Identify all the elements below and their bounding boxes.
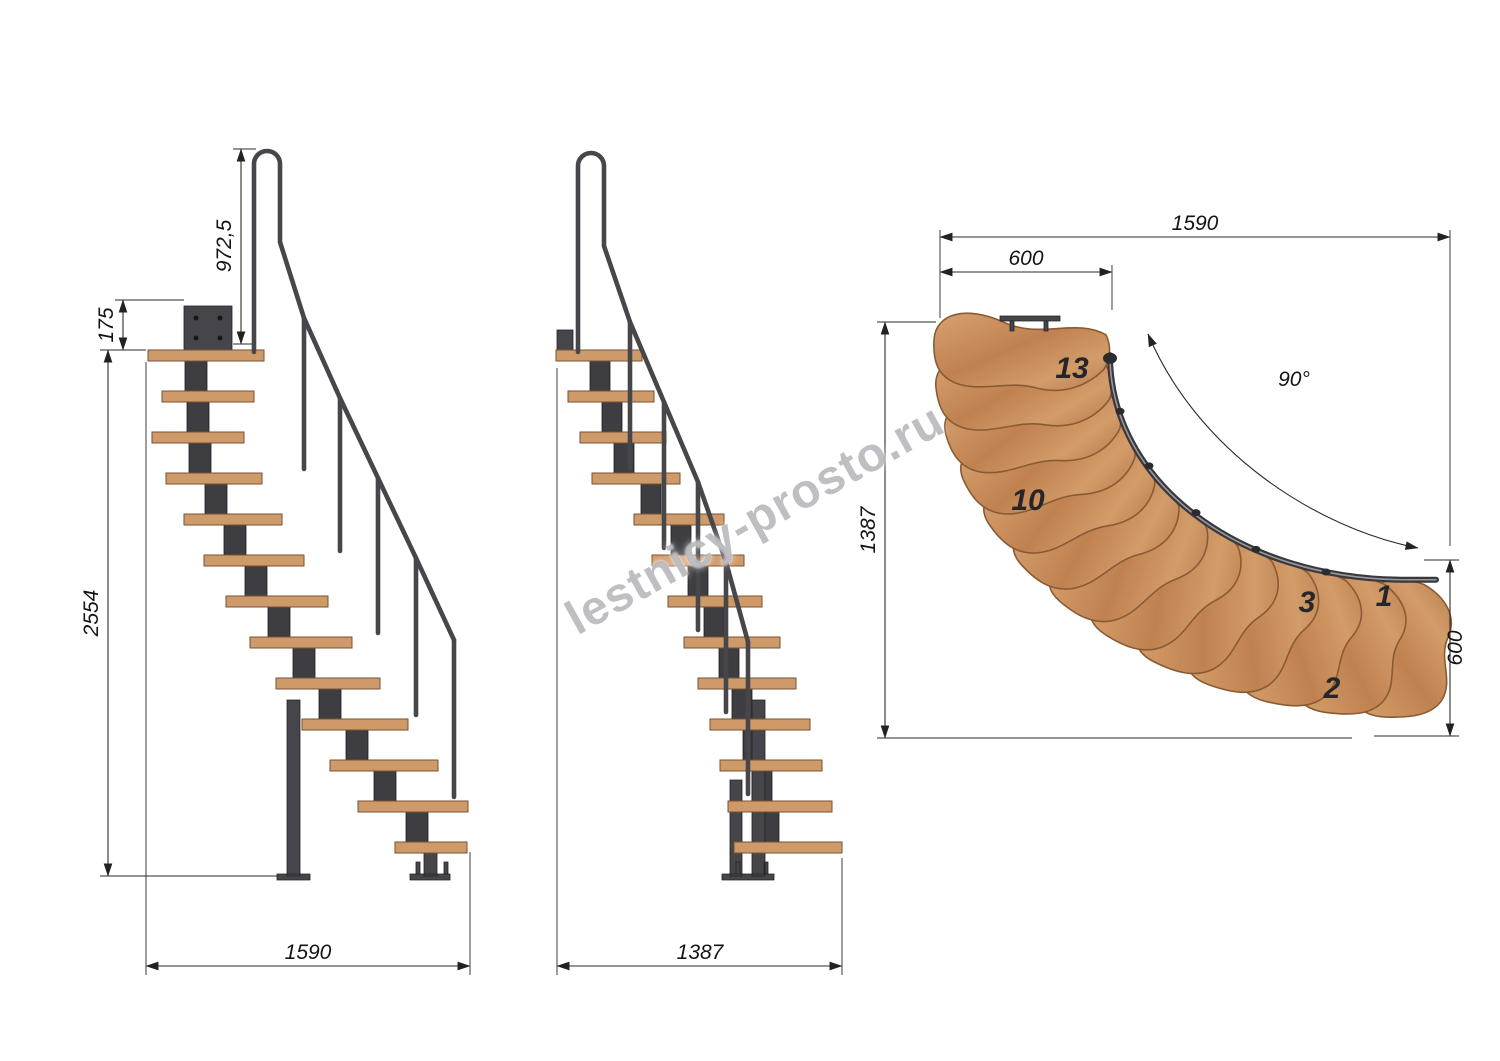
wall-bracket-front bbox=[556, 329, 574, 351]
angle-arc bbox=[1147, 333, 1419, 550]
plan-baluster-dot bbox=[1251, 545, 1261, 553]
extension-lines bbox=[145, 362, 471, 975]
handrail-balusters-front bbox=[627, 319, 751, 797]
dim-rail-height: 972,5 bbox=[213, 148, 256, 345]
dim-label-plan-length: 1590 bbox=[1172, 212, 1219, 235]
support-columns-front bbox=[721, 699, 775, 881]
dim-label-total-width: 1387 bbox=[677, 941, 725, 964]
plan-step-label-2: 2 bbox=[1323, 672, 1341, 705]
support-columns-side bbox=[276, 699, 451, 881]
dim-label-top-step: 600 bbox=[1008, 247, 1043, 270]
handrail-front bbox=[575, 150, 751, 645]
plan-baluster-dot bbox=[1321, 568, 1331, 576]
wall-bracket-plate bbox=[183, 305, 233, 353]
dim-bracket-height: 175 bbox=[95, 299, 184, 351]
extension-lines bbox=[115, 299, 184, 351]
dim-label-total-length: 1590 bbox=[285, 941, 332, 964]
dim-label-total-height: 2554 bbox=[80, 590, 103, 638]
dim-label-rail-height: 972,5 bbox=[213, 219, 236, 272]
dim-plan-bottom-step: 600 bbox=[1374, 559, 1467, 737]
dim-total-height: 2554 bbox=[80, 349, 278, 877]
dim-total-width-front: 1387 bbox=[556, 368, 843, 975]
bracket-bolt bbox=[193, 315, 199, 321]
plan-step-fan bbox=[930, 312, 1453, 720]
plan-baluster-dot bbox=[1191, 509, 1201, 517]
dim-plan-turn-angle: 90° bbox=[1147, 333, 1419, 550]
plan-view: 13 10 3 1 2 1590 600 1387 600 90° bbox=[857, 212, 1467, 739]
bracket-bolt bbox=[217, 335, 223, 341]
front-elevation-view: 1387 bbox=[555, 150, 843, 975]
plan-step-label-3: 3 bbox=[1299, 586, 1316, 619]
dim-label-plan-width: 1387 bbox=[857, 505, 880, 553]
plan-step-label-13: 13 bbox=[1055, 352, 1089, 385]
plan-step-label-1: 1 bbox=[1376, 580, 1393, 613]
plan-step-label-10: 10 bbox=[1011, 484, 1045, 517]
handrail-balusters-side bbox=[301, 315, 457, 800]
plan-baluster-dot bbox=[1115, 407, 1125, 415]
plan-wall-bracket bbox=[999, 315, 1061, 332]
dim-total-length-side: 1590 bbox=[145, 362, 471, 975]
dim-plan-overall-width: 1387 bbox=[857, 321, 1352, 739]
dim-label-turn-angle: 90° bbox=[1278, 368, 1310, 391]
plan-rail-post bbox=[1103, 352, 1117, 364]
tread-stack-side bbox=[147, 349, 469, 854]
dim-label-bottom-step: 600 bbox=[1444, 630, 1467, 665]
bracket-bolt bbox=[193, 335, 199, 341]
bracket-bolt bbox=[217, 315, 223, 321]
side-elevation-view: 972,5 175 2554 1590 bbox=[80, 148, 471, 975]
extension-lines bbox=[556, 368, 843, 975]
dim-plan-overall-length: 1590 bbox=[939, 212, 1451, 546]
handrail-side bbox=[251, 148, 457, 643]
plan-baluster-dot bbox=[1144, 462, 1154, 470]
dim-plan-top-step: 600 bbox=[939, 247, 1113, 310]
dim-label-bracket-height: 175 bbox=[95, 307, 118, 342]
